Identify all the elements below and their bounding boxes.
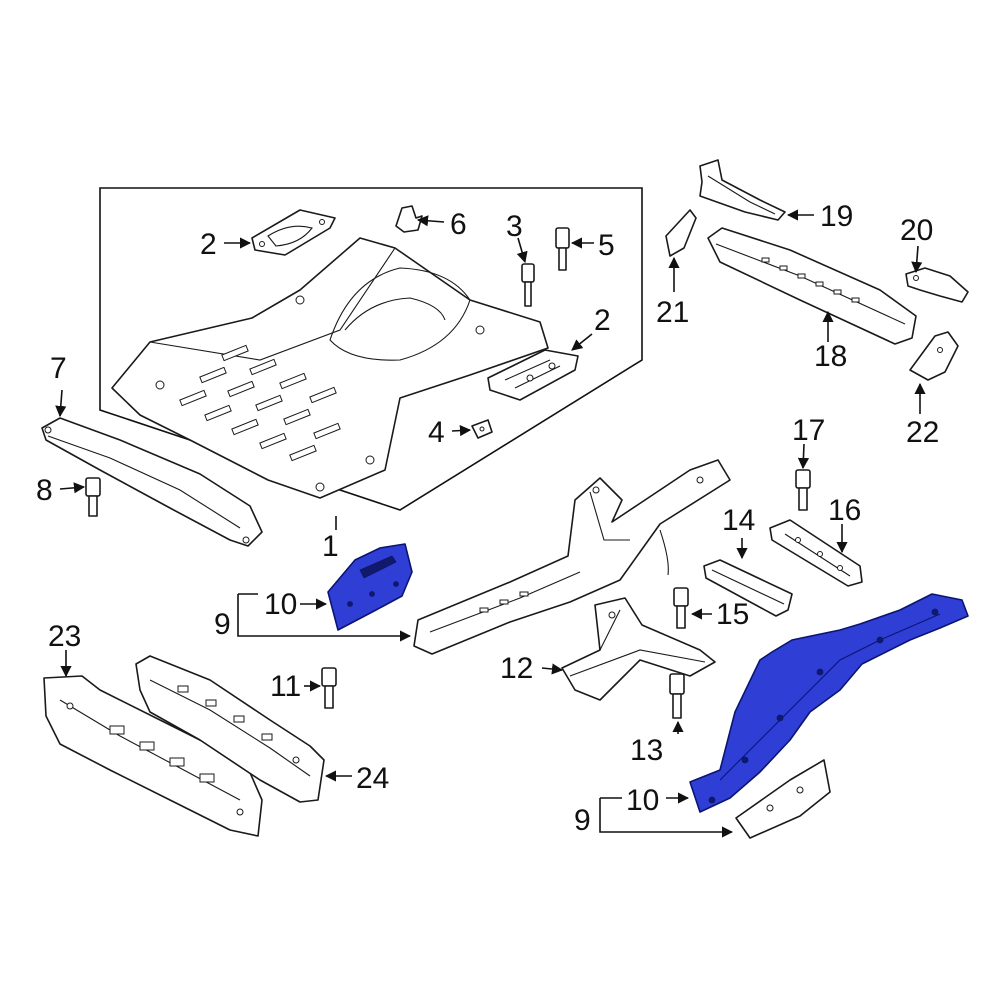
part-19-panel[interactable] [699, 159, 786, 221]
part-11-stud[interactable] [321, 667, 337, 709]
part-1-rear-floor-pan[interactable] [111, 237, 549, 499]
floor-pan-slots [155, 295, 485, 492]
callout-23: 23 [48, 620, 81, 653]
part-2-bracket-upper[interactable] [251, 209, 336, 256]
part-10-side-rail-right[interactable] [689, 593, 969, 813]
callout-11: 11 [270, 670, 301, 703]
callout-labels: 1 2 2 3 4 5 6 7 8 9 9 10 10 11 12 13 14 … [36, 200, 939, 837]
side-rail-holes [708, 608, 939, 804]
part-4-plate[interactable] [471, 419, 493, 439]
part-18-upper-cross-member[interactable] [707, 227, 917, 345]
part-22-bracket[interactable] [909, 331, 959, 381]
callout-21: 21 [656, 296, 689, 329]
callout-7: 7 [50, 352, 67, 385]
part-5-stud[interactable] [555, 227, 570, 271]
part-14-bracket[interactable] [703, 559, 793, 617]
callout-2-lower: 2 [594, 304, 611, 337]
part-8-stud[interactable] [85, 477, 101, 517]
callout-16: 16 [828, 494, 861, 527]
callout-17: 17 [792, 414, 825, 447]
part-23-rear-panel[interactable] [43, 675, 263, 837]
part-3-stud[interactable] [521, 263, 535, 307]
floor-pan-group-frame [99, 187, 643, 511]
callout-20: 20 [900, 214, 933, 247]
part-24-rear-panel-upper[interactable] [135, 655, 325, 803]
callout-12: 12 [500, 652, 533, 685]
callout-18: 18 [814, 340, 847, 373]
part-9-rail-assembly-left[interactable] [413, 459, 731, 655]
callout-10-left: 10 [264, 588, 297, 621]
callout-3: 3 [506, 210, 523, 243]
callout-5: 5 [598, 229, 615, 262]
part-15-stud[interactable] [673, 587, 689, 629]
callout-8: 8 [36, 474, 53, 507]
part-12-cross-member[interactable] [561, 597, 716, 701]
upper-cross-member-holes [761, 257, 860, 303]
callout-1: 1 [322, 530, 339, 563]
callout-14: 14 [722, 504, 755, 537]
rear-panel-holes [66, 702, 244, 816]
part-6-clip[interactable] [395, 205, 423, 233]
callout-19: 19 [820, 200, 853, 233]
callout-9-right: 9 [574, 804, 591, 837]
part-20-bracket[interactable] [905, 267, 969, 303]
callout-13: 13 [630, 734, 663, 767]
callout-4: 4 [428, 416, 445, 449]
callout-10-right: 10 [626, 784, 659, 817]
leader-lines [55, 209, 926, 838]
callout-22: 22 [906, 416, 939, 449]
part-2-bracket-lower[interactable] [487, 349, 579, 401]
part-21-bracket[interactable] [665, 209, 697, 257]
part-10-rail-extension-left[interactable] [327, 543, 413, 631]
callout-15: 15 [716, 598, 749, 631]
callout-9-left: 9 [214, 608, 231, 641]
callout-6: 6 [450, 208, 467, 241]
upper-panel-holes [177, 685, 300, 764]
part-7-cross-member[interactable] [41, 417, 263, 547]
callout-24: 24 [356, 762, 389, 795]
callout-2-upper: 2 [200, 228, 217, 261]
part-13-stud[interactable] [669, 673, 685, 719]
part-9-bracket-right[interactable] [735, 759, 831, 839]
part-17-stud[interactable] [795, 469, 811, 511]
part-16-reinforcement[interactable] [769, 519, 863, 587]
